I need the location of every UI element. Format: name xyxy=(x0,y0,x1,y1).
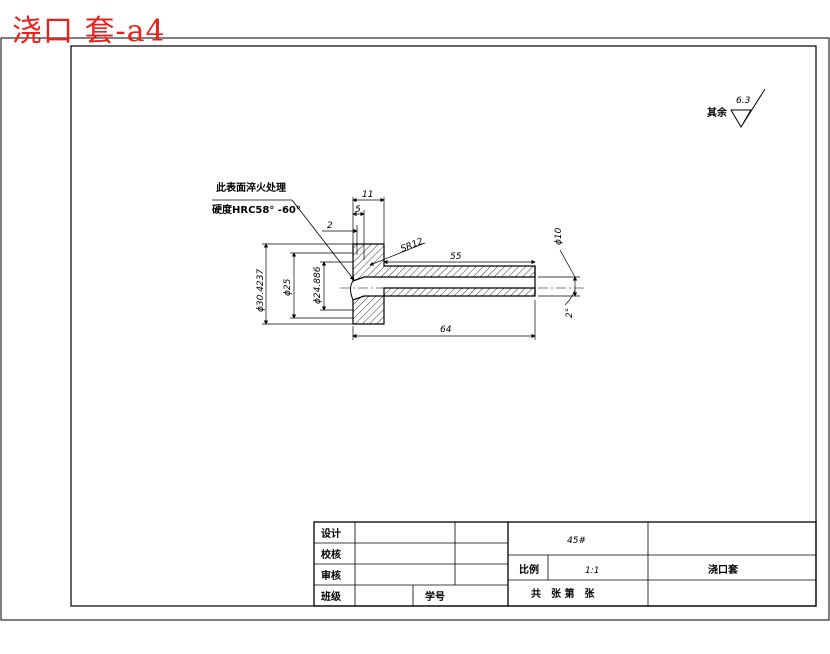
roughness-symbol: 其余 6.3 xyxy=(707,88,766,128)
dim-sr12: SR12 xyxy=(399,237,425,255)
dim-64: 64 xyxy=(440,325,452,335)
tb-part-name: 浇口套 xyxy=(708,563,739,576)
dim-phi25: ϕ25 xyxy=(283,278,293,296)
outer-frame xyxy=(0,37,830,621)
heat-treatment-note: 此表面淬火处理 硬度HRC58° -60° xyxy=(212,181,355,281)
dimension-texts: 11 5 2 SR12 55 64 ϕ10 2° ϕ30.4237 ϕ25 ϕ2… xyxy=(256,190,575,335)
tb-student-no: 学号 xyxy=(425,590,445,603)
dim-5: 5 xyxy=(355,205,361,215)
roughness-value: 6.3 xyxy=(736,96,751,106)
title-block: 设计 校核 审核 班级 学号 45# 比例 1:1 浇口套 共 张 第 张 xyxy=(313,521,817,607)
tb-scale-value: 1:1 xyxy=(585,566,599,576)
tb-sheets: 共 张 第 张 xyxy=(531,587,595,600)
dim-2: 2 xyxy=(327,221,333,231)
note-line-1: 此表面淬火处理 xyxy=(216,181,286,194)
page-title: 浇口 套-a4 xyxy=(12,14,166,49)
dim-55: 55 xyxy=(450,252,462,262)
dim-11: 11 xyxy=(362,190,373,200)
dimension-lines xyxy=(262,197,580,340)
dim-phi30: ϕ30.4237 xyxy=(256,269,266,312)
dim-phi24: ϕ24.886 xyxy=(313,266,323,304)
dim-angle-2: 2° xyxy=(565,308,575,318)
roughness-prefix: 其余 xyxy=(707,106,728,119)
tb-material: 45# xyxy=(567,536,586,546)
tb-design: 设计 xyxy=(321,527,341,540)
tb-review: 审核 xyxy=(321,569,341,582)
dim-phi10: ϕ10 xyxy=(554,227,564,245)
tb-class: 班级 xyxy=(321,590,342,603)
tb-check: 校核 xyxy=(321,548,341,561)
note-line-2: 硬度HRC58° -60° xyxy=(212,203,301,216)
part-section xyxy=(340,243,585,325)
tb-scale-label: 比例 xyxy=(519,563,539,576)
